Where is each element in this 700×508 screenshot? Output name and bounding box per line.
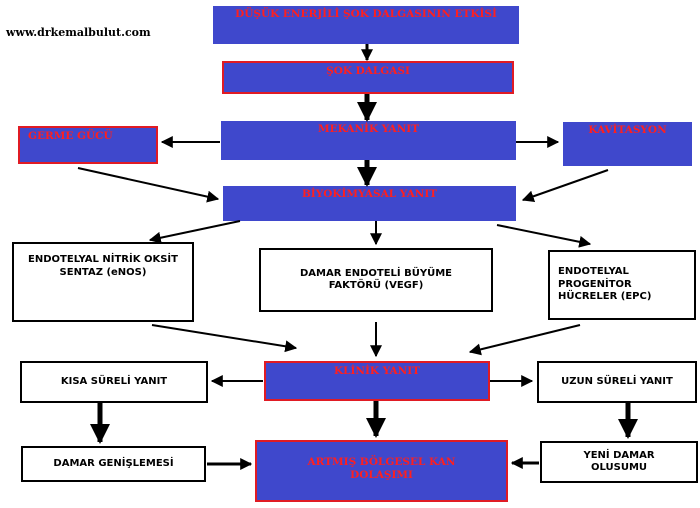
node-stretch-force-label: GERME GÜCÜ xyxy=(28,130,113,142)
node-long-term-response-label: UZUN SÜRELİ YANIT xyxy=(561,375,673,387)
node-new-vessel-formation: YENİ DAMAR OLUSUMU xyxy=(540,441,698,483)
node-short-term-response: KISA SÜRELİ YANIT xyxy=(20,361,208,403)
node-shock-wave: ŞOK DALGASI xyxy=(222,61,514,94)
node-epc: ENDOTELYAL PROGENİTOR HÜCRELER (EPC) xyxy=(548,250,696,320)
edge-stretch-biochemical xyxy=(77,167,220,203)
node-vegf: DAMAR ENDOTELİ BÜYÜME FAKTÖRÜ (VEGF) xyxy=(259,248,493,312)
node-vasodilation: DAMAR GENİŞLEMESİ xyxy=(21,446,206,482)
node-enos: ENDOTELYAL NİTRİK OKSİT SENTAZ (eNOS) xyxy=(12,242,194,322)
node-vasodilation-label: DAMAR GENİŞLEMESİ xyxy=(53,457,174,469)
node-mechanical-response: MEKANİK YANIT xyxy=(221,121,516,160)
edge-cavitation-biochemical xyxy=(521,169,609,203)
edge-enos-clinical xyxy=(151,324,298,353)
node-epc-label: ENDOTELYAL PROGENİTOR HÜCRELER (EPC) xyxy=(558,266,652,303)
node-shock-wave-label: ŞOK DALGASI xyxy=(326,65,410,77)
node-cavitation-label: KAVİTASYON xyxy=(588,124,667,136)
node-new-vessel-formation-label: YENİ DAMAR OLUSUMU xyxy=(583,449,655,474)
node-top-title-label: DÜŞÜK ENERJİLİ ŞOK DALGASININ ETKİSİ xyxy=(235,8,497,20)
node-short-term-response-label: KISA SÜRELİ YANIT xyxy=(60,375,168,387)
node-stretch-force: GERME GÜCÜ xyxy=(18,126,158,164)
node-vegf-label: DAMAR ENDOTELİ BÜYÜME FAKTÖRÜ (VEGF) xyxy=(299,267,453,292)
website-url: www.drkemalbulut.com xyxy=(6,26,151,39)
edge-epc-clinical xyxy=(468,324,581,356)
node-increased-blood-flow-label: ARTMIŞ BÖLGESEL KAN DOLAŞIMI xyxy=(307,456,456,482)
node-biochemical-response-label: BİYOKİMYASAL YANIT xyxy=(301,188,438,200)
node-long-term-response: UZUN SÜRELİ YANIT xyxy=(537,361,697,403)
node-mechanical-response-label: MEKANİK YANIT xyxy=(317,123,420,135)
node-biochemical-response: BİYOKİMYASAL YANIT xyxy=(223,186,516,221)
node-increased-blood-flow: ARTMIŞ BÖLGESEL KAN DOLAŞIMI xyxy=(255,440,508,502)
node-cavitation: KAVİTASYON xyxy=(563,122,692,166)
node-clinical-response-label: KLİNİK YANIT xyxy=(333,365,420,377)
node-enos-label: ENDOTELYAL NİTRİK OKSİT SENTAZ (eNOS) xyxy=(28,254,178,278)
edge-biochemical-enos xyxy=(148,220,241,244)
node-top-title: DÜŞÜK ENERJİLİ ŞOK DALGASININ ETKİSİ xyxy=(213,6,519,44)
edge-biochemical-epc xyxy=(496,224,592,248)
node-clinical-response: KLİNİK YANIT xyxy=(264,361,490,401)
